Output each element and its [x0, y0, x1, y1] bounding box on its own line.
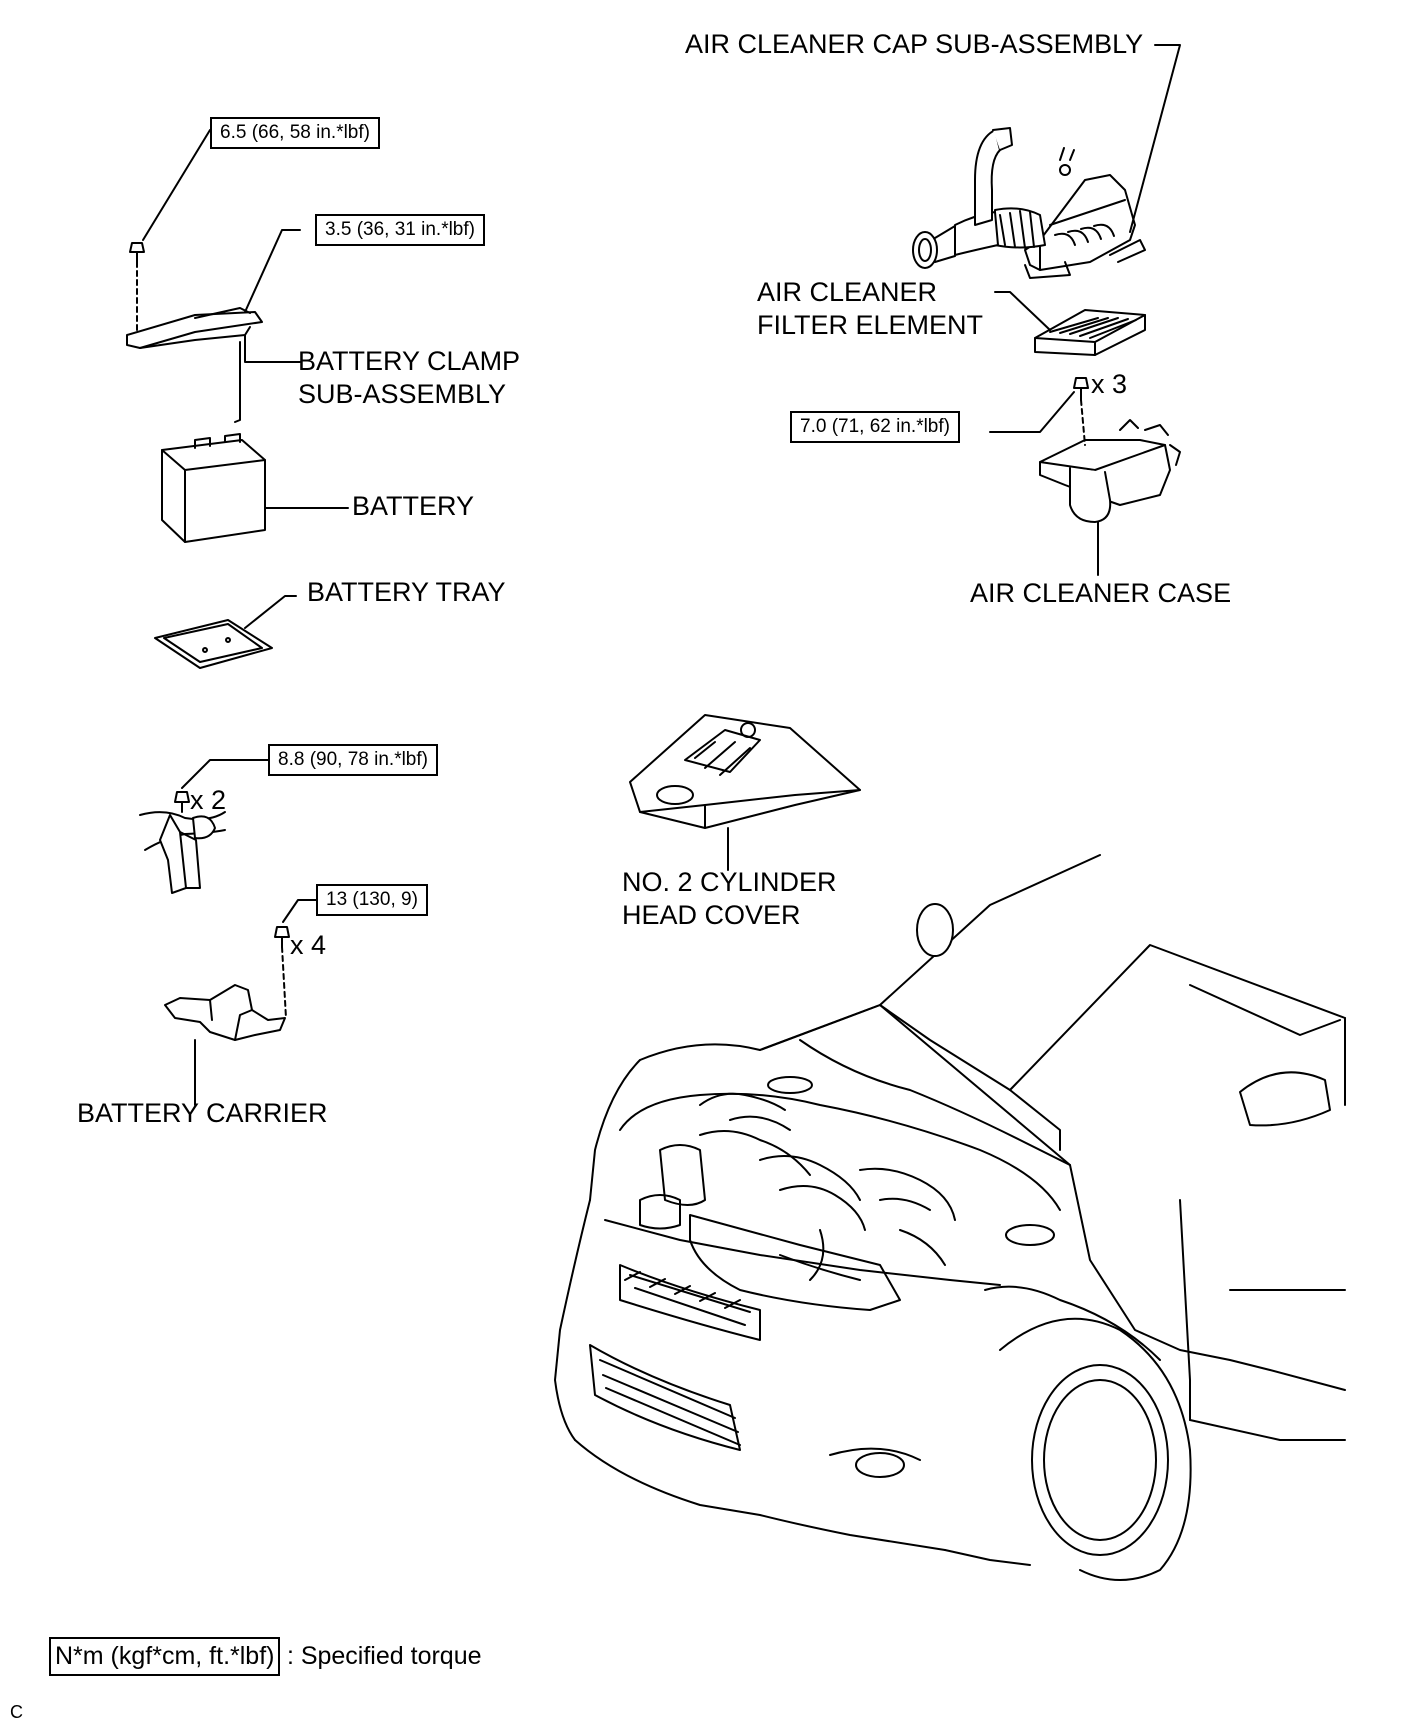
- carrier-bolt-torque-box: 13 (130, 9): [316, 884, 428, 916]
- air-cleaner-case-drawing: [1040, 420, 1180, 522]
- battery-tray-label: BATTERY TRAY: [307, 577, 506, 607]
- air-cleaner-cap-sub-assembly-drawing: [913, 128, 1145, 278]
- clamp-bolt-icon: [130, 243, 144, 332]
- battery-tray-leader: [245, 596, 296, 628]
- carrier-clamp-bolt-torque-box: 8.8 (90, 78 in.*lbf): [268, 744, 438, 776]
- clamp-bolt-torque-box: 6.5 (66, 58 in.*lbf): [210, 117, 380, 149]
- battery-clamp-drawing: [127, 308, 262, 422]
- case-bolt-icon: [1074, 378, 1088, 445]
- battery-tray-drawing: [155, 620, 272, 668]
- air-cleaner-filter-label-line1: AIR CLEANER: [757, 277, 938, 307]
- vehicle-drawing: [555, 855, 1345, 1580]
- carrier-bolt-leader: [283, 900, 316, 922]
- cylinder-head-cover-drawing: [630, 715, 860, 828]
- carrier-bolt-quantity: x 4: [290, 930, 327, 960]
- carrier-clamp-bolt-quantity: x 2: [190, 785, 227, 815]
- battery-clamp-label-line1: BATTERY CLAMP: [298, 346, 521, 376]
- carrier-clamp-bolt-icon: [175, 792, 189, 812]
- case-bolt-leader: [990, 392, 1074, 432]
- torque-legend: N*m (kgf*cm, ft.*lbf) : Specified torque: [49, 1637, 482, 1676]
- clamp-bolt-leader: [143, 130, 210, 240]
- cylinder-head-cover-label-line2: HEAD COVER: [622, 900, 801, 930]
- footer-code: C: [10, 1702, 23, 1722]
- clamp-nut-leader: [245, 230, 300, 312]
- battery-clamp-leader: [245, 335, 300, 362]
- air-cleaner-case-label: AIR CLEANER CASE: [970, 578, 1232, 608]
- battery-clamp-label-line2: SUB-ASSEMBLY: [298, 379, 507, 409]
- filter-element-leader: [995, 292, 1050, 330]
- case-bolt-quantity: x 3: [1091, 369, 1128, 399]
- battery-carrier-drawing: [165, 985, 285, 1040]
- clamp-nut-torque-box: 3.5 (36, 31 in.*lbf): [315, 214, 485, 246]
- cylinder-head-cover-label-line1: NO. 2 CYLINDER: [622, 867, 837, 897]
- torque-legend-description: : Specified torque: [286, 1642, 482, 1670]
- battery-drawing: [162, 434, 265, 542]
- air-cleaner-cap-leader: [1130, 45, 1180, 232]
- carrier-clamp-bolt-leader: [182, 760, 268, 788]
- carrier-bolt-icon: [275, 927, 289, 1018]
- carrier-clamp-drawing: [140, 812, 225, 893]
- battery-label: BATTERY: [352, 491, 475, 521]
- air-cleaner-filter-element-drawing: [1035, 310, 1145, 355]
- air-cleaner-cap-label: AIR CLEANER CAP SUB-ASSEMBLY: [685, 29, 1144, 59]
- case-bolt-torque-box: 7.0 (71, 62 in.*lbf): [790, 411, 960, 443]
- air-cleaner-filter-label-line2: FILTER ELEMENT: [757, 310, 984, 340]
- battery-carrier-label: BATTERY CARRIER: [77, 1098, 328, 1128]
- torque-unit-box: N*m (kgf*cm, ft.*lbf): [49, 1637, 281, 1676]
